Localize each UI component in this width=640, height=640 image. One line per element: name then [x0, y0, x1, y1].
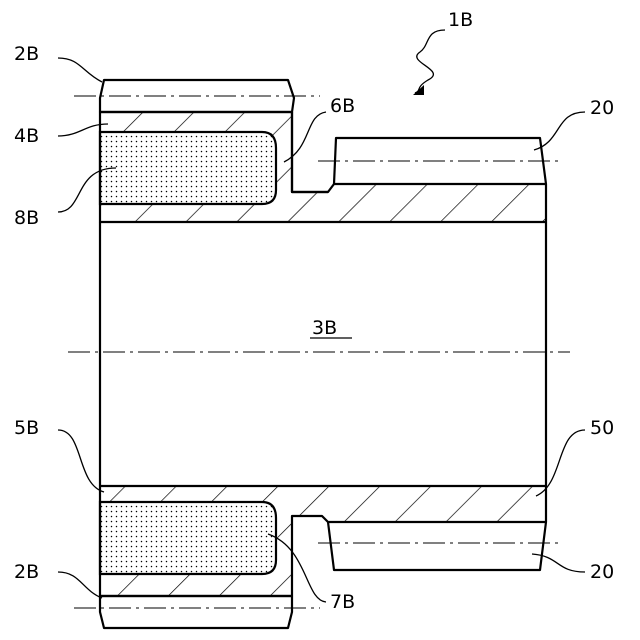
- leader-assembly-arrowhead: [413, 85, 424, 95]
- leader-assembly: [415, 30, 445, 93]
- label-bore: 3B: [312, 317, 337, 339]
- label-body: 50: [590, 417, 614, 439]
- label-gear-bottom: 20: [590, 561, 614, 583]
- label-gear-top: 20: [590, 97, 614, 119]
- label-ring-bottom: 2B: [14, 561, 39, 583]
- ring-bottom-outline: [100, 596, 292, 628]
- leader-ring-top: [58, 58, 102, 82]
- insert-bottom-dots: [100, 502, 276, 574]
- label-ring-top: 2B: [14, 43, 39, 65]
- label-groove-top: 6B: [330, 95, 355, 117]
- label-sleeve-bottom: 5B: [14, 417, 39, 439]
- label-sleeve-top: 4B: [14, 125, 39, 147]
- label-groove-bottom: 7B: [330, 591, 355, 613]
- leader-sleeve-bottom: [58, 430, 104, 492]
- label-assembly: 1B: [448, 9, 473, 31]
- leader-ring-bottom: [58, 572, 102, 598]
- insert-top-dots: [100, 132, 276, 204]
- gear-bottom-outline: [328, 522, 546, 570]
- label-insert: 8B: [14, 207, 39, 229]
